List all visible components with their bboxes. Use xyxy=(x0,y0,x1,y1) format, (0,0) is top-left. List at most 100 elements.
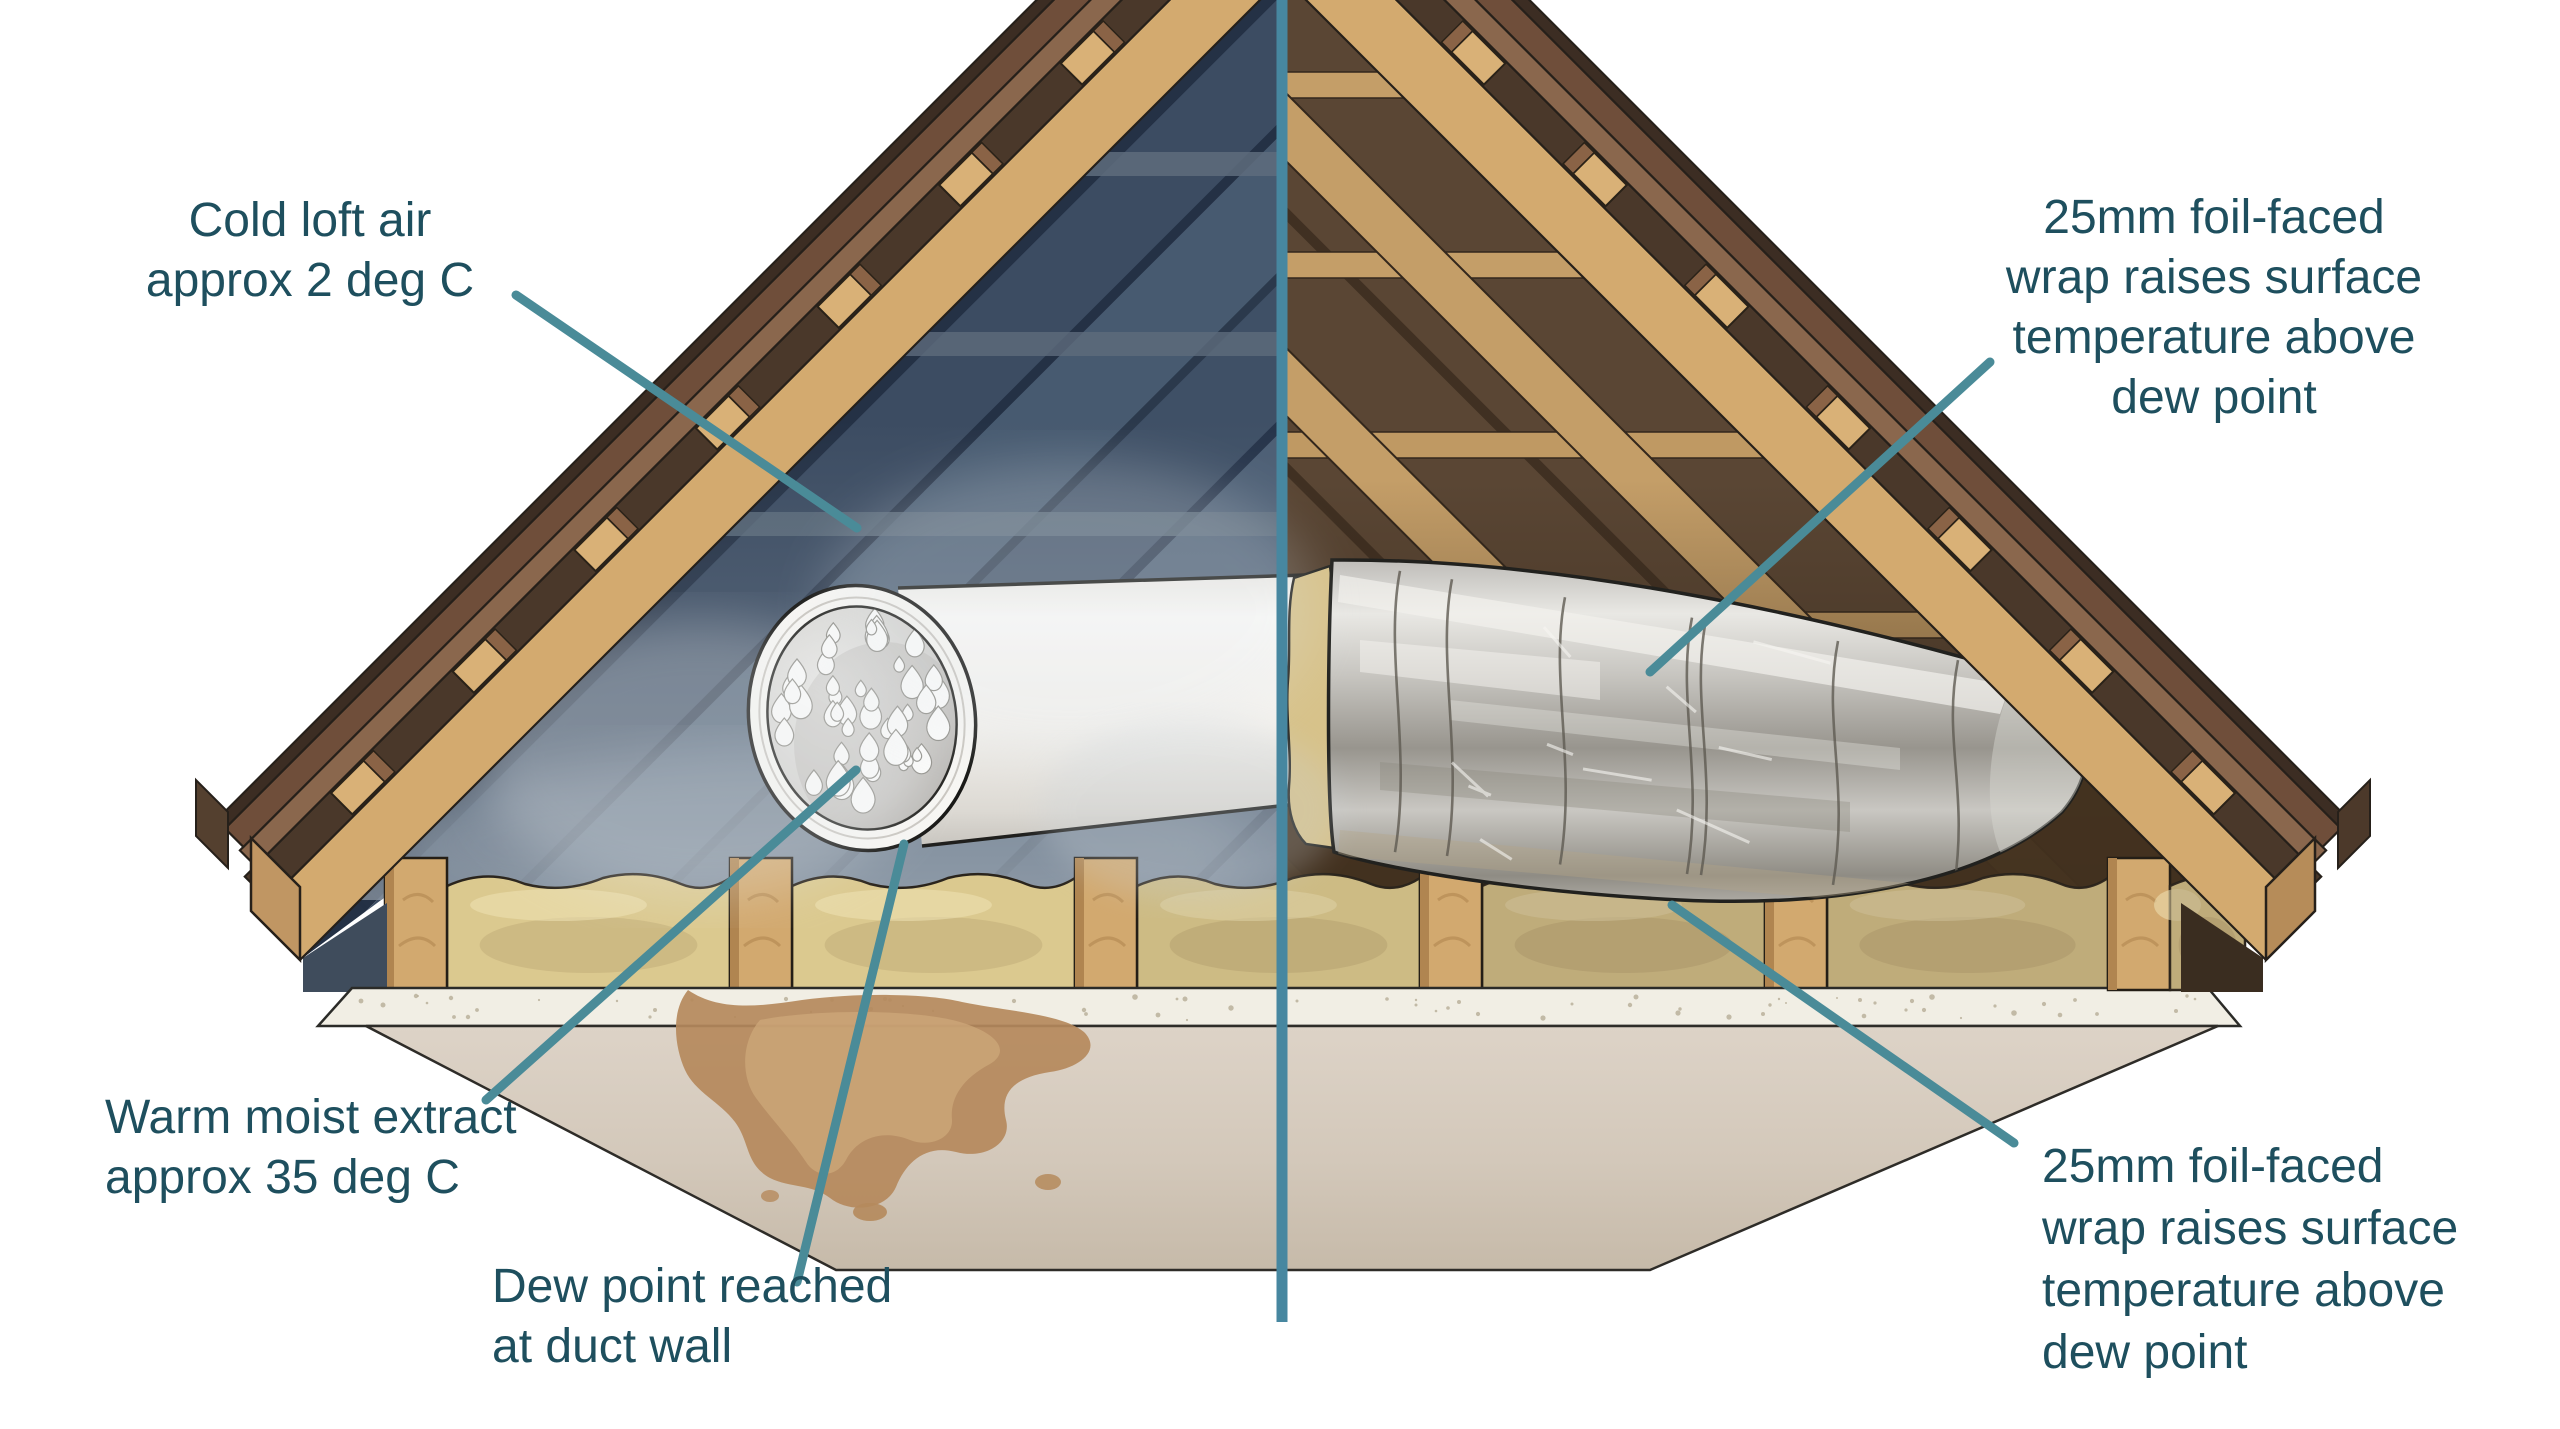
speckle-dot xyxy=(2011,1010,2017,1016)
speckle-dot xyxy=(1457,1000,1461,1004)
speckle-dot xyxy=(2185,994,2189,998)
speckle-dot xyxy=(1570,1002,1574,1006)
mist xyxy=(820,460,1320,760)
speckle-dot xyxy=(1155,1012,1161,1018)
joist-side-shade xyxy=(385,858,394,990)
left-soffit-shadow xyxy=(303,903,387,992)
joist-grain xyxy=(1433,893,1472,948)
label-dew-point: Dew point reached at duct wall xyxy=(492,1260,892,1373)
left-tile-batten-side xyxy=(1092,19,1126,54)
label-wrap-bottom-line-2: wrap raises surface xyxy=(2041,1202,2458,1255)
speckle-dot xyxy=(1228,1005,1234,1011)
water-stain xyxy=(675,990,1091,1221)
label-cold-loft-line-2: approx 2 deg C xyxy=(146,254,474,307)
ceiling xyxy=(365,1024,2219,1272)
speckle-dot xyxy=(1414,1003,1418,1007)
speckle-dot xyxy=(1185,1018,1189,1022)
foil-glint xyxy=(1718,746,1773,762)
speckle-dot xyxy=(1084,1012,1088,1016)
label-warm-extract-line-1: Warm moist extract xyxy=(105,1091,517,1144)
speckle-dot xyxy=(1873,1001,1877,1005)
left-fascia-board xyxy=(223,0,1092,849)
speckle-dot xyxy=(1726,1014,1732,1020)
speckle-dot xyxy=(1540,1015,1546,1021)
foil-glint xyxy=(1542,626,1572,659)
speckle-dot xyxy=(1836,997,1838,999)
label-warm-extract-line-2: approx 35 deg C xyxy=(105,1151,460,1204)
speckle-dot xyxy=(1785,1002,1787,1004)
leader-wrap-bottom xyxy=(1667,900,2019,1148)
speckle-dot xyxy=(1768,1003,1772,1007)
left-tile-batten-side xyxy=(727,384,761,418)
right-tile-batten-side xyxy=(2048,628,2082,662)
insulation-warm-shade xyxy=(1827,874,2108,990)
speckle-dot xyxy=(1633,994,1639,1000)
left-tile-batten-side xyxy=(484,628,518,662)
insulation-highlight xyxy=(470,889,647,921)
label-wrap-top-line-3: temperature above xyxy=(2013,311,2416,364)
ceiling-joist xyxy=(383,856,449,992)
speckle-dot xyxy=(1475,1011,1481,1017)
insulation-warm-shade xyxy=(1482,874,1765,990)
foil-crease xyxy=(1445,578,1454,857)
speckle-dot xyxy=(653,1008,657,1012)
left-tile-batten-side xyxy=(970,141,1004,175)
insulation-highlight xyxy=(815,889,992,921)
speckle-dot xyxy=(1414,998,1418,1002)
label-dew-point-line-1: Dew point reached xyxy=(492,1260,892,1313)
joist-grain xyxy=(743,893,782,948)
label-dew-point-line-2: at duct wall xyxy=(492,1320,732,1373)
speckle-dot xyxy=(1777,997,1781,1001)
right-tile-batten-side xyxy=(2170,749,2204,783)
label-wrap-bottom-line-3: temperature above xyxy=(2042,1264,2445,1317)
right-tile-batten-side xyxy=(1805,384,1839,418)
joist-side-shade xyxy=(1765,858,1774,990)
leader-dew-point xyxy=(792,839,909,1287)
speckle-dot xyxy=(648,1015,652,1019)
label-warm-extract: Warm moist extract approx 35 deg C xyxy=(105,1091,517,1204)
left-tile-batten-side xyxy=(849,263,883,297)
speckle-dot xyxy=(1434,1009,1438,1013)
right-tile-batten-side xyxy=(1562,141,1596,175)
speckle-dot xyxy=(1385,997,1389,1001)
insulation-shading xyxy=(1859,917,2076,973)
speckle-dot xyxy=(1678,1007,1682,1011)
foil-glint xyxy=(1665,685,1697,714)
right-fascia-board xyxy=(1474,0,2343,849)
label-cold-loft: Cold loft air approx 2 deg C xyxy=(146,194,474,307)
speckle-dot xyxy=(1904,1008,1908,1012)
label-wrap-top-line-2: wrap raises surface xyxy=(2005,251,2422,304)
leader-lines xyxy=(481,290,2019,1287)
speckle-dot xyxy=(448,995,454,1001)
speckle-dot xyxy=(425,1001,429,1005)
mist xyxy=(1040,720,1340,900)
speckle-dot xyxy=(1858,998,1862,1002)
foil-crease xyxy=(1685,617,1694,875)
speckle-dot xyxy=(413,993,419,999)
speckle-dot xyxy=(1132,994,1138,1000)
joist-side-shade xyxy=(2108,858,2117,990)
label-cold-loft-line-1: Cold loft air xyxy=(189,194,432,247)
label-wrap-top-line-1: 25mm foil-faced xyxy=(2043,191,2384,244)
joist-side-shade xyxy=(730,858,739,990)
speckle-dot xyxy=(1959,1016,1963,1020)
speckle-dot xyxy=(380,1002,386,1008)
speckle-dot xyxy=(537,998,541,1002)
right-fascia-end xyxy=(2337,777,2371,871)
right-rafter-end xyxy=(2264,834,2317,964)
leader-cold-loft xyxy=(511,290,862,533)
foil-glint xyxy=(1467,784,1492,797)
label-wrap-bottom-line-4: dew point xyxy=(2042,1326,2247,1379)
speckle-dot xyxy=(1627,1002,1633,1008)
speckle-dot xyxy=(1921,1007,1927,1013)
label-wrap-top-line-4: dew point xyxy=(2111,371,2316,424)
leader-warm-extract xyxy=(481,765,861,1105)
joist-grain xyxy=(398,893,437,948)
speckle-dot xyxy=(1295,999,1299,1003)
speckle-dot xyxy=(1909,998,1915,1004)
right-soffit-shadow xyxy=(2181,903,2263,992)
speckle-dot xyxy=(452,1015,456,1019)
foil-glint xyxy=(1582,767,1652,782)
insulation-highlight xyxy=(1849,889,2026,921)
